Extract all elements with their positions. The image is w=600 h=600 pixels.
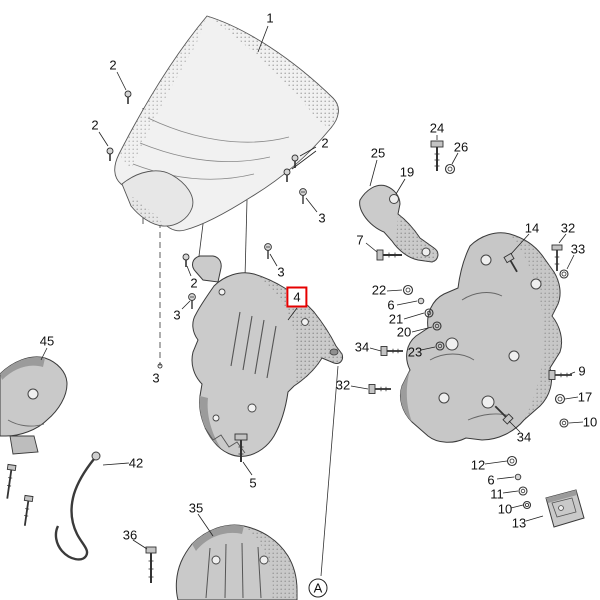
rivet-icon bbox=[182, 253, 190, 267]
bolt-icon bbox=[6, 463, 17, 499]
part-label-10-28[interactable]: 10 bbox=[582, 414, 598, 430]
part-label-36-37[interactable]: 36 bbox=[122, 527, 138, 543]
rivet-icon bbox=[124, 90, 132, 104]
bolt-icon bbox=[23, 494, 34, 526]
part-label-24-14[interactable]: 24 bbox=[429, 120, 445, 136]
washer-icon bbox=[444, 163, 456, 175]
bolt-icon bbox=[503, 252, 518, 273]
part-label-14-23[interactable]: 14 bbox=[524, 220, 540, 236]
screw-hole bbox=[157, 363, 163, 369]
part-label-6-31[interactable]: 6 bbox=[487, 472, 495, 488]
bolt-icon bbox=[368, 384, 391, 394]
part-label-2-1[interactable]: 2 bbox=[109, 57, 117, 73]
front-stay-bracket bbox=[191, 255, 343, 457]
washer-icon bbox=[402, 284, 414, 296]
upper-bracket bbox=[359, 184, 439, 263]
left-bracket bbox=[0, 356, 68, 455]
view-callout-A-39[interactable]: A bbox=[308, 578, 328, 598]
screw-icon bbox=[299, 188, 307, 204]
washer-icon bbox=[522, 500, 532, 510]
small-bracket bbox=[545, 489, 585, 528]
part-label-3-5[interactable]: 3 bbox=[318, 210, 326, 226]
bolt-icon bbox=[376, 249, 402, 261]
part-label-10-33[interactable]: 10 bbox=[497, 501, 513, 517]
part-label-19-13[interactable]: 19 bbox=[399, 164, 415, 180]
part-label-45-35[interactable]: 45 bbox=[39, 333, 55, 349]
leader-lines bbox=[40, 25, 584, 550]
bolt-icon bbox=[494, 405, 514, 425]
nut-icon bbox=[417, 297, 425, 305]
rivet-icon bbox=[283, 168, 291, 182]
rivet-icon bbox=[291, 154, 299, 168]
part-label-3-6[interactable]: 3 bbox=[277, 264, 285, 280]
part-label-2-4[interactable]: 2 bbox=[190, 275, 198, 291]
lower-bracket bbox=[175, 524, 298, 600]
nut-icon bbox=[514, 473, 522, 481]
part-label-35-38[interactable]: 35 bbox=[188, 500, 204, 516]
part-label-11-32[interactable]: 11 bbox=[490, 486, 504, 502]
part-label-34-29[interactable]: 34 bbox=[516, 429, 532, 445]
part-label-26-15[interactable]: 26 bbox=[453, 139, 469, 155]
part-label-5-10[interactable]: 5 bbox=[249, 475, 257, 491]
cable-guide bbox=[54, 451, 101, 561]
washer-icon bbox=[559, 418, 569, 428]
part-label-6-17[interactable]: 6 bbox=[387, 297, 395, 313]
part-label-22-16[interactable]: 22 bbox=[371, 282, 387, 298]
rivet-icon bbox=[106, 147, 114, 161]
bolt-icon bbox=[145, 546, 157, 583]
part-label-3-8[interactable]: 3 bbox=[152, 370, 160, 386]
part-label-12-30[interactable]: 12 bbox=[470, 457, 486, 473]
part-label-1-0[interactable]: 1 bbox=[266, 10, 274, 26]
part-label-4-9[interactable]: 4 bbox=[286, 286, 308, 308]
washer-icon bbox=[554, 393, 566, 405]
bolt-icon bbox=[551, 244, 563, 271]
bolt-icon bbox=[234, 433, 248, 462]
washer-icon bbox=[424, 308, 434, 318]
washer-icon bbox=[432, 321, 442, 331]
washer-icon bbox=[506, 455, 518, 467]
part-label-34-20[interactable]: 34 bbox=[354, 339, 370, 355]
screw-icon bbox=[264, 243, 272, 259]
part-label-42-36[interactable]: 42 bbox=[128, 455, 144, 471]
part-label-13-34[interactable]: 13 bbox=[511, 515, 527, 531]
part-label-9-26[interactable]: 9 bbox=[578, 363, 586, 379]
windshield bbox=[114, 15, 339, 232]
part-label-32-24[interactable]: 32 bbox=[560, 220, 576, 236]
part-label-3-7[interactable]: 3 bbox=[173, 307, 181, 323]
washer-icon bbox=[518, 486, 528, 496]
bolt-icon bbox=[548, 370, 572, 380]
part-label-7-11[interactable]: 7 bbox=[356, 232, 364, 248]
part-label-25-12[interactable]: 25 bbox=[370, 145, 386, 161]
washer-icon bbox=[435, 341, 445, 351]
part-label-17-27[interactable]: 17 bbox=[577, 389, 593, 405]
part-label-21-18[interactable]: 21 bbox=[388, 311, 404, 327]
screw-icon bbox=[188, 293, 196, 309]
part-label-23-21[interactable]: 23 bbox=[407, 344, 423, 360]
bolt-icon bbox=[430, 140, 444, 171]
part-label-32-22[interactable]: 32 bbox=[335, 377, 351, 393]
part-label-33-25[interactable]: 33 bbox=[570, 241, 586, 257]
part-label-2-2[interactable]: 2 bbox=[91, 117, 99, 133]
part-label-2-3[interactable]: 2 bbox=[321, 135, 329, 151]
washer-icon bbox=[559, 269, 569, 279]
part-label-20-19[interactable]: 20 bbox=[396, 324, 412, 340]
